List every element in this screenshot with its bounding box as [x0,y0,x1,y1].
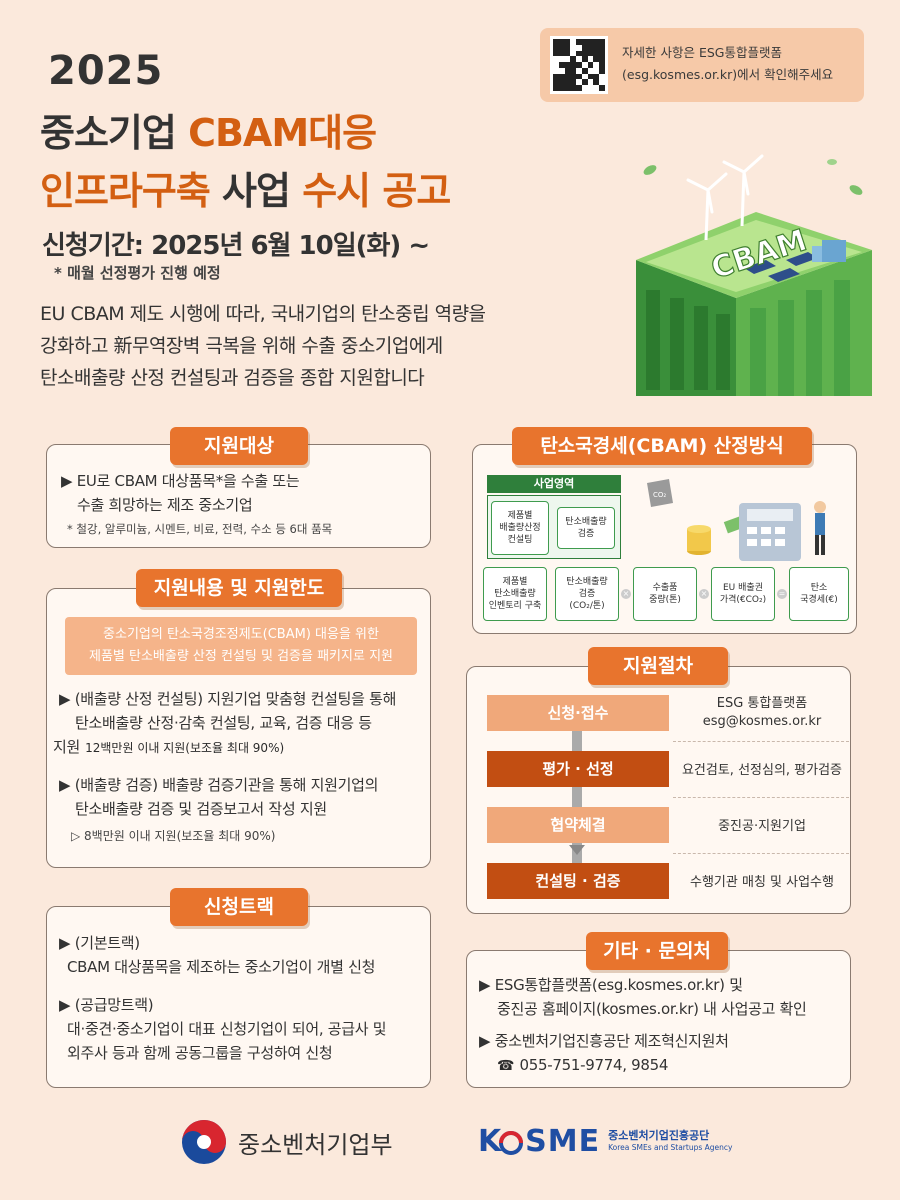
kosme-wordmark: K SME [478,1124,601,1159]
target-line-2: 수출 희망하는 제조 중소기업 [77,496,253,514]
title-accent: CBAM대응 [188,111,377,155]
step-consulting-desc: 수행기관 매칭 및 사업수행 [690,875,834,890]
step-agreement-desc: 중진공·지원기업 [718,819,806,834]
times-operator-1: × [621,589,631,599]
period-note: * 매월 선정평가 진행 예정 [54,264,221,282]
procedure-panel: 신청·접수 ESG 통합플랫폼 esg@kosmes.or.kr 평가 · 선정… [466,666,851,914]
title-accent-2: 인프라구축 [40,169,211,213]
step-application-desc: ESG 통합플랫폼 esg@kosmes.or.kr [702,696,822,729]
support-highlight-box: 중소기업의 탄소국경조정제도(CBAM) 대응을 위한 제품별 탄소배출량 산정… [65,617,417,675]
svg-text:CO₂: CO₂ [653,491,666,499]
track1-body: CBAM 대상품목을 제조하는 중소기업이 개별 신청 [67,958,376,976]
step-evaluation-desc: 요건검토, 선정심의, 평가검증 [681,763,843,778]
target-line-1: ▶ EU로 CBAM 대상품목*을 수출 또는 [61,472,300,490]
times-operator-2: × [699,589,709,599]
phone-icon: ☎ [497,1058,515,1074]
divider [673,797,849,798]
contact-line-1: ▶ ESG통합플랫폼(esg.kosmes.or.kr) 및 [479,976,743,994]
procedure-title: 지원절차 [588,647,728,685]
track1-head: ▶ (기본트랙) [59,934,140,952]
contact-phone-row: ☎ 055-751-9774, 9854 [497,1053,668,1077]
support-content-title: 지원내용 및 지원한도 [136,569,342,607]
tracks-panel: ▶ (기본트랙) CBAM 대상품목을 제조하는 중소기업이 개별 신청 ▶ (… [46,906,431,1088]
content-item1-line1: ▶ (배출량 산정 컨설팅) 지원기업 맞춤형 컨설팅을 통해 [59,690,397,708]
content-item1-line2: 탄소배출량 산정·감축 컨설팅, 교육, 검증 대응 등 [75,714,372,732]
step-agreement: 협약체결 [487,807,669,843]
application-period: 신청기간: 2025년 6월 10일(화) ~ [42,231,430,261]
step-consulting: 컨설팅 · 검증 [487,863,669,899]
intro-text: EU CBAM 제도 시행에 따라, 국내기업의 탄소중립 역량을 강화하고 新… [40,303,486,389]
title-mid: 사업 [209,169,303,213]
content-item2-line1: ▶ (배출량 검증) 배출량 검증기관을 통해 지원기업의 [59,776,379,794]
contact-line-2: 중진공 홈페이지(kosmes.or.kr) 내 사업공고 확인 [497,1000,807,1018]
step-application: 신청·접수 [487,695,669,731]
divider [673,741,849,742]
content-item1-line3: 지원 12백만원 이내 지원(보조율 최대 90%) [53,738,285,756]
qr-code[interactable] [550,36,608,94]
tracks-title: 신청트랙 [170,888,308,926]
content-item2-line2: 탄소배출량 검증 및 검증보고서 작성 지원 [75,800,327,818]
ministry-name: 중소벤처기업부 [238,1130,393,1159]
money-calculator-illustration: CO₂ [647,479,826,561]
taegeuk-icon [182,1120,226,1164]
track2-head: ▶ (공급망트랙) [59,996,154,1014]
title-line-2: 인프라구축 사업 수시 공고 [40,160,451,215]
support-content-panel: 중소기업의 탄소국경조정제도(CBAM) 대응을 위한 제품별 탄소배출량 산정… [46,588,431,868]
contact-title: 기타 · 문의처 [586,932,728,970]
qr-info-box: 자세한 사항은 ESG통합플랫폼 (esg.kosmes.or.kr)에서 확인… [540,28,864,102]
step-evaluation: 평가 · 선정 [487,751,669,787]
track2-body-2: 외주사 등과 함께 공동그룹을 구성하여 신청 [67,1044,333,1062]
procedure-arrow-head [569,845,585,855]
contact-panel: ▶ ESG통합플랫폼(esg.kosmes.or.kr) 및 중진공 홈페이지(… [466,950,851,1088]
contact-phone[interactable]: 055-751-9774, 9854 [519,1056,669,1074]
support-target-title: 지원대상 [170,427,308,465]
content-item2-note: ▷ 8백만원 이내 지원(보조율 최대 90%) [71,829,276,843]
qr-info-text: 자세한 사항은 ESG통합플랫폼 (esg.kosmes.or.kr)에서 확인… [622,45,834,82]
title-line-1: 중소기업 CBAM대응 [40,111,377,155]
target-note: * 철강, 알루미늄, 시멘트, 비료, 전력, 수소 등 6대 품목 [67,522,333,536]
divider [673,853,849,854]
track2-body-1: 대·중견·중소기업이 대표 신청기업이 되어, 공급사 및 [67,1020,387,1038]
kosme-o-icon [499,1131,523,1155]
equals-operator: = [777,589,787,599]
business-area-label: 사업영역 [487,475,621,493]
kosme-text: 중소벤처기업진흥공단 Korea SMEs and Startups Agenc… [608,1128,733,1152]
contact-line-3: ▶ 중소벤처기업진흥공단 제조혁신지원처 [479,1032,729,1050]
title-accent-3: 수시 공고 [302,169,451,213]
cbam-building-illustration: CBAM [636,154,872,396]
cbam-calc-title: 탄소국경세(CBAM) 산정방식 [512,427,812,465]
ministry-logo: 중소벤처기업부 [180,1118,393,1166]
year: 2025 [48,48,164,94]
kosme-logo: K SME 중소벤처기업진흥공단 Korea SMEs and Startups… [478,1124,732,1159]
